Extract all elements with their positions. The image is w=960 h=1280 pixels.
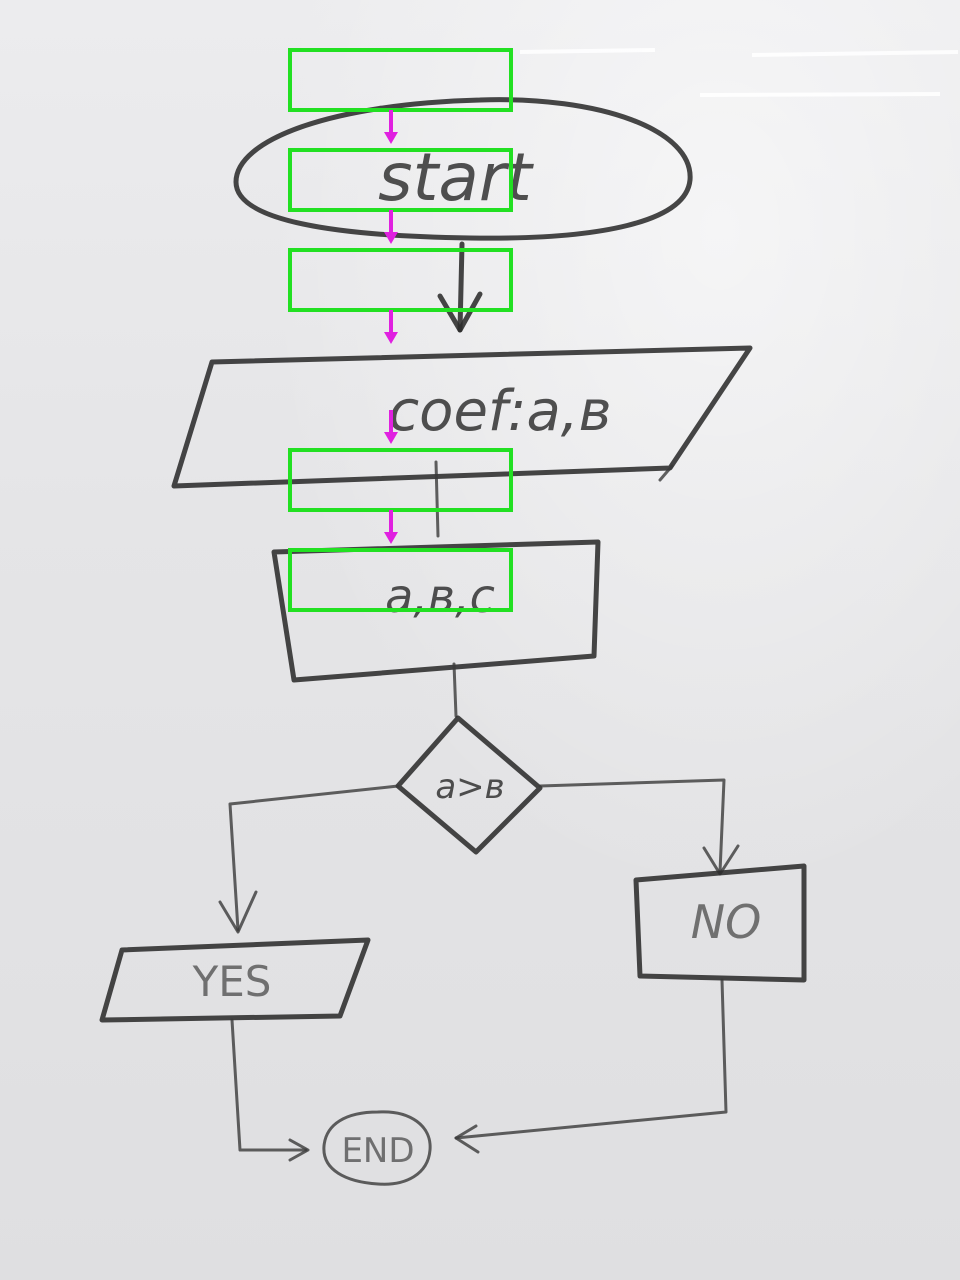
connector-line	[228, 784, 400, 932]
yes-label: YES	[192, 957, 272, 1006]
annotation-arrow	[384, 210, 398, 244]
annotation-arrow	[384, 110, 398, 144]
connector-line	[538, 778, 726, 874]
no-rect	[633, 863, 807, 983]
annotation-arrows	[384, 110, 398, 544]
annotation-boxes	[288, 48, 513, 612]
connector-input-process	[434, 460, 440, 538]
glare-line	[519, 48, 656, 54]
annotation-box	[288, 148, 513, 212]
pen-mark	[658, 464, 674, 482]
decision-label: a>в	[435, 767, 504, 807]
connector-decision-yes	[218, 784, 400, 934]
connector-line	[230, 1018, 308, 1152]
connector-no-end	[454, 978, 728, 1154]
connector-line	[454, 978, 728, 1140]
end-terminator: END	[322, 1110, 432, 1186]
end-label: END	[341, 1131, 414, 1171]
yes-parallelogram	[99, 937, 371, 1023]
start-ellipse	[233, 97, 693, 241]
connector-line	[457, 241, 465, 333]
annotation-arrow	[384, 410, 398, 444]
process-box: a,в,c	[271, 539, 601, 683]
glare-line	[751, 50, 959, 57]
yes-box: YES	[99, 937, 371, 1023]
process-label: a,в,c	[385, 569, 495, 623]
no-box: NO	[633, 863, 807, 983]
annotation-arrow	[384, 510, 398, 544]
connector-decision-no	[538, 778, 740, 876]
input-parallelogram: coef:a,в	[171, 345, 753, 489]
arrowhead	[288, 1138, 310, 1162]
annotation-arrow	[384, 310, 398, 344]
diamond-shape	[395, 715, 543, 855]
arrowhead	[454, 1124, 480, 1154]
glare-line	[699, 92, 941, 97]
annotation-box	[288, 48, 513, 112]
arrowhead	[437, 291, 483, 333]
annotation-box	[288, 248, 513, 312]
process-rect	[271, 539, 601, 683]
end-circle	[322, 1110, 432, 1186]
no-label: NO	[691, 895, 762, 949]
annotation-box	[288, 548, 513, 612]
connector-start-input	[437, 241, 483, 333]
connector-yes-end	[230, 1018, 310, 1162]
decision-diamond: a>в	[395, 715, 543, 855]
start-terminator: start	[233, 97, 693, 241]
annotation-box	[288, 448, 513, 512]
connector-process-decision	[452, 662, 458, 718]
arrowhead	[218, 890, 258, 934]
input-label: coef:a,в	[388, 379, 611, 444]
